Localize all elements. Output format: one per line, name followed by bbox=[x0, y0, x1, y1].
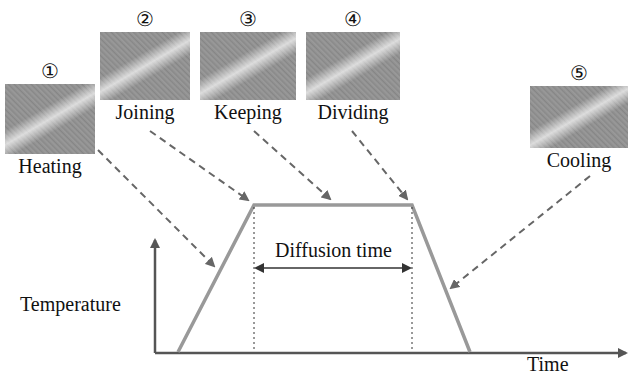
stage-caption: Heating bbox=[18, 154, 81, 178]
process-photo bbox=[100, 32, 190, 100]
stage-caption: Keeping bbox=[214, 100, 282, 124]
process-photo bbox=[200, 32, 296, 100]
stage-caption: Joining bbox=[116, 100, 175, 124]
temperature-axis bbox=[154, 240, 157, 353]
callout-number: ④ bbox=[344, 6, 362, 32]
photo-panel: ② Joining bbox=[100, 6, 190, 124]
process-photo bbox=[5, 84, 95, 154]
axis-label: Diffusion time bbox=[275, 238, 392, 262]
leader-arrow bbox=[352, 131, 407, 199]
axis-label: Temperature bbox=[20, 292, 121, 316]
temperature-profile bbox=[178, 205, 470, 352]
stage-caption: Dividing bbox=[317, 100, 388, 124]
guide-line bbox=[254, 207, 255, 351]
process-photo bbox=[530, 86, 628, 148]
process-photo bbox=[306, 32, 400, 100]
photo-panel: ③ Keeping bbox=[200, 6, 296, 124]
leader-arrow bbox=[150, 131, 248, 200]
span-arrow bbox=[256, 267, 410, 269]
callout-number: ① bbox=[41, 58, 59, 84]
callout-number: ③ bbox=[239, 6, 257, 32]
photo-panel: ⑤ Cooling bbox=[530, 60, 628, 172]
guide-line bbox=[412, 207, 413, 351]
photo-panel: ④ Dividing bbox=[306, 6, 400, 124]
leader-arrow bbox=[254, 131, 330, 199]
callout-number: ② bbox=[136, 6, 154, 32]
callout-number: ⑤ bbox=[570, 60, 588, 86]
leader-arrow bbox=[98, 150, 214, 266]
photo-panel: ① Heating bbox=[5, 58, 95, 178]
leader-arrow bbox=[451, 176, 590, 288]
stage-caption: Cooling bbox=[547, 148, 611, 172]
axis-label: Time bbox=[527, 352, 569, 376]
